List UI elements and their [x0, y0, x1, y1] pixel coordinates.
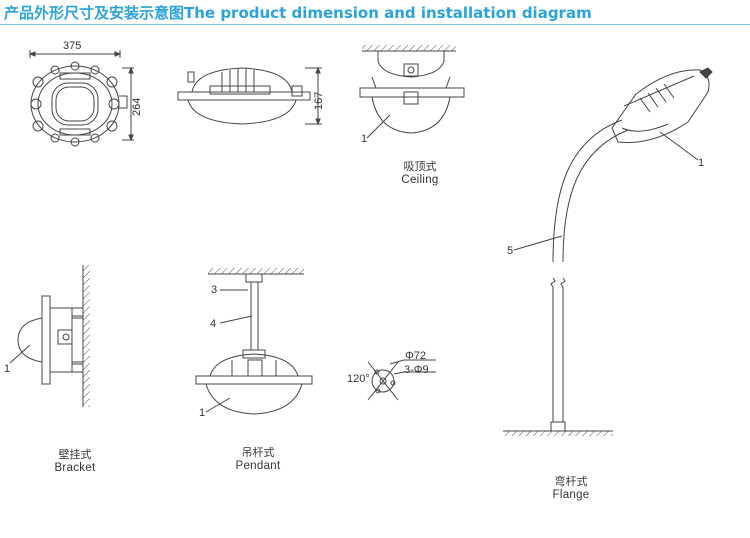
side-view-drawing — [177, 66, 322, 126]
flange-pole-drawing — [503, 67, 713, 436]
bracket-part-label: 1 — [4, 363, 11, 375]
caption-ceiling: 吸顶式 Ceiling — [390, 158, 450, 186]
title-cn: 产品外形尺寸及安装示意图 — [4, 4, 185, 22]
dimension-width: 375 — [63, 40, 82, 52]
flange-part-1-label: 1 — [698, 157, 705, 169]
title-rule — [0, 24, 750, 25]
caption-flange: 弯杆式 Flange — [541, 473, 601, 501]
page-title: 产品外形尺寸及安装示意图The product dimension and in… — [4, 2, 592, 23]
dimension-height: 264 — [131, 97, 143, 116]
caption-pendant-en: Pendant — [235, 460, 281, 472]
caption-ceiling-en: Ceiling — [401, 174, 439, 186]
mounting-hole-drawing — [367, 359, 436, 401]
pendant-part-3-label: 3 — [211, 284, 218, 296]
ceiling-part-label: 1 — [361, 133, 368, 145]
ceiling-mount-drawing — [359, 45, 465, 139]
top-view-drawing — [28, 50, 134, 147]
pendant-part-4-label: 4 — [210, 318, 217, 330]
caption-bracket-zh: 壁挂式 — [58, 448, 92, 461]
caption-flange-en: Flange — [552, 489, 590, 501]
pendant-mount-drawing — [195, 268, 313, 415]
dimension-depth: 167 — [313, 91, 325, 110]
hole-diameter-label: Φ72 — [405, 350, 427, 362]
bracket-mount-drawing — [9, 265, 90, 407]
caption-bracket-en: Bracket — [54, 462, 96, 474]
caption-ceiling-zh: 吸顶式 — [403, 160, 437, 173]
caption-pendant: 吊杆式 Pendant — [228, 444, 288, 472]
caption-flange-zh: 弯杆式 — [554, 475, 588, 488]
hole-count-label: 3-Φ9 — [404, 364, 429, 376]
hole-angle-label: 120° — [347, 373, 370, 385]
caption-bracket: 壁挂式 Bracket — [45, 446, 105, 474]
title-en: The product dimension and installation d… — [184, 4, 592, 22]
pendant-part-1-label: 1 — [199, 407, 206, 419]
caption-pendant-zh: 吊杆式 — [241, 446, 275, 459]
flange-part-5-label: 5 — [507, 245, 514, 257]
